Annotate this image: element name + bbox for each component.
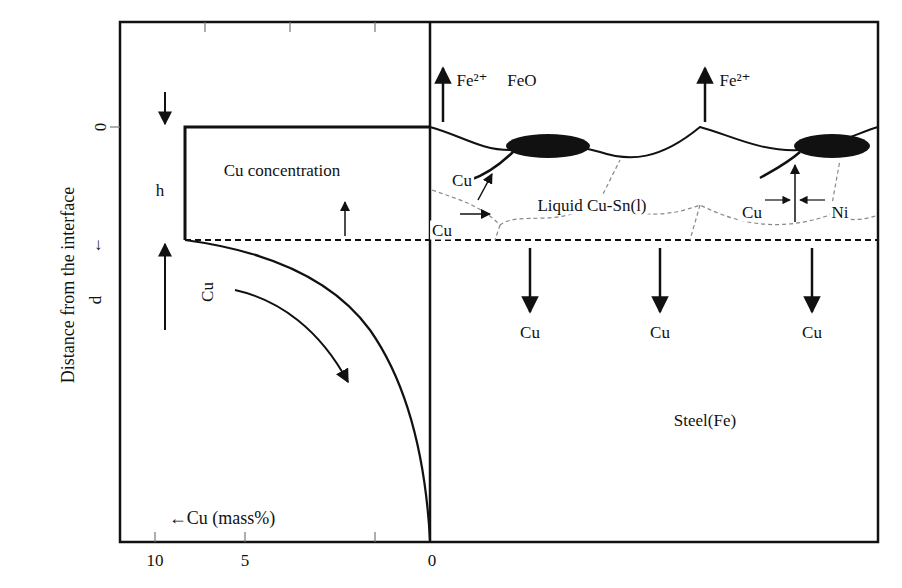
cu-arrow	[478, 174, 492, 200]
phase-label: Liquid Cu-Sn(l)	[535, 196, 648, 215]
h-arrow-bottom	[164, 244, 166, 330]
phase-label: FeO	[505, 71, 538, 90]
axis-ticks	[110, 22, 375, 542]
element-label: Ni	[830, 203, 851, 222]
ion-label: Fe²⁺	[717, 71, 752, 90]
phase-label: Steel(Fe)	[672, 411, 738, 430]
cu-diffusion-arrow	[811, 248, 814, 312]
axis-arrow: ←	[86, 235, 105, 256]
cu-diffusion-arrow	[529, 248, 532, 312]
tick-label: 5	[239, 551, 252, 570]
ni-arrow	[800, 199, 825, 200]
region-label: Cu concentration	[222, 161, 343, 180]
cu-arrow	[460, 213, 490, 215]
element-label: Cu	[740, 203, 764, 222]
liquid-phase	[506, 134, 590, 158]
growth-arrow	[344, 202, 346, 236]
cu-arrow	[765, 199, 790, 200]
liquid-tail	[470, 150, 515, 180]
element-label: Cu	[518, 323, 542, 342]
cu-ni-arrow	[794, 165, 796, 222]
curve-label: Cu	[198, 280, 217, 304]
fe-flux-arrow	[704, 68, 707, 122]
axis-origin: 0	[91, 121, 110, 134]
concentration-step	[185, 127, 430, 240]
tick-label: 10	[145, 551, 166, 570]
tick-label: 0	[426, 551, 439, 570]
liquid-tail	[760, 152, 800, 178]
axis-symbol: d	[86, 294, 105, 307]
grain-boundaries	[432, 160, 878, 240]
cu-diffusion-arrow	[659, 248, 662, 312]
axis-title: ←Cu (mass%)	[167, 508, 278, 528]
concentration-curve	[185, 240, 430, 540]
element-label: Cu	[450, 171, 474, 190]
ion-label: Fe²⁺	[454, 71, 489, 90]
layer-boundary	[185, 239, 878, 241]
element-label: Cu	[430, 221, 454, 240]
element-label: Cu	[800, 323, 824, 342]
element-label: Cu	[648, 323, 672, 342]
scale-interface	[430, 127, 878, 157]
axis-title: Distance from the interface	[58, 185, 78, 385]
outer-frame	[120, 22, 878, 542]
h-arrow-top	[164, 92, 166, 124]
thickness-symbol: h	[154, 181, 167, 200]
fe-flux-arrow	[442, 68, 445, 122]
panel-divider	[429, 22, 432, 542]
diffusion-arrow	[235, 290, 348, 382]
liquid-phase	[794, 134, 870, 158]
